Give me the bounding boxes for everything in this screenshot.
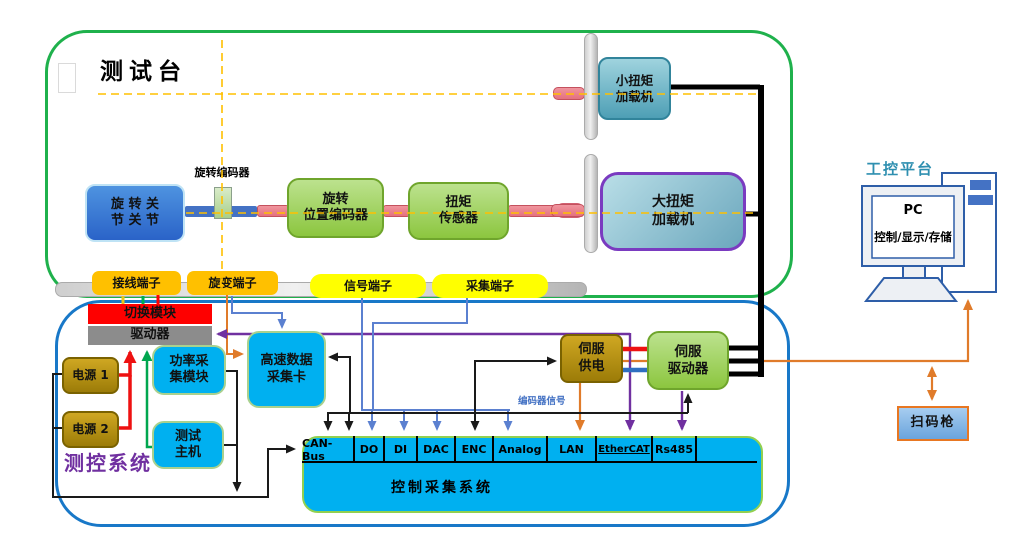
port-ethercat: EtherCAT	[597, 436, 653, 463]
shaft-pink-2	[383, 205, 410, 217]
plate-upper	[584, 33, 598, 140]
port-row-underline	[302, 461, 757, 463]
acq-system-label: 控制采集系统	[391, 480, 493, 496]
shaft-stub-upper	[553, 87, 585, 100]
scanner-box: 扫码枪	[897, 406, 969, 441]
switch-module-box: 切换模块	[88, 304, 212, 324]
pc-stand-base	[863, 277, 959, 302]
port-row: CAN-Bus DO DI DAC ENC Analog LAN EtherCA…	[302, 436, 763, 463]
port-canbus: CAN-Bus	[302, 436, 355, 463]
port-rs485: Rs485	[653, 436, 697, 463]
large-torque-loader-box: 大扭矩 加载机	[600, 172, 746, 251]
control-system-label: 测控系统	[64, 451, 152, 475]
rotary-encoder-box	[214, 187, 232, 219]
port-do: DO	[355, 436, 385, 463]
artifact-box	[58, 63, 76, 93]
rotary-encoder-label: 旋转编码器	[194, 166, 250, 179]
resolver-terminal: 旋变端子	[187, 271, 278, 295]
port-di: DI	[385, 436, 418, 463]
small-torque-loader-box: 小扭矩 加载机	[598, 57, 671, 120]
platform-label: 工控平台	[866, 160, 935, 178]
plate-lower	[584, 154, 598, 253]
power2-box: 电源 2	[62, 411, 119, 448]
port-analog: Analog	[494, 436, 548, 463]
power-acq-module-box: 功率采 集模块	[152, 345, 226, 395]
power1-box: 电源 1	[62, 357, 119, 394]
bench-title: 测试台	[100, 59, 187, 85]
shaft-pink-1	[257, 205, 289, 217]
driver-box: 驱动器	[88, 326, 212, 345]
pc-monitor	[861, 185, 965, 267]
port-spare	[697, 436, 763, 463]
acq-system-box	[302, 436, 763, 513]
torque-sensor-box: 扭矩 传感器	[408, 182, 509, 240]
acquisition-terminal: 采集端子	[432, 274, 548, 298]
servo-power-box: 伺服 供电	[560, 334, 623, 383]
rotary-joint-box: 旋 转 关 节 关 节	[85, 184, 185, 242]
port-dac: DAC	[418, 436, 456, 463]
signal-terminal: 信号端子	[310, 274, 426, 298]
pc-function-label: 控制/显示/存储	[874, 230, 952, 244]
daq-card-box: 高速数据 采集卡	[247, 331, 326, 408]
servo-driver-box: 伺服 驱动器	[647, 331, 729, 390]
pc-stand-neck	[902, 265, 926, 279]
port-enc: ENC	[456, 436, 494, 463]
pc-label: PC	[903, 203, 923, 218]
test-host-box: 测试 主机	[152, 421, 224, 469]
wiring-terminal: 接线端子	[92, 271, 181, 295]
pc-tower-slot2	[968, 195, 993, 205]
port-lan: LAN	[548, 436, 597, 463]
pc-tower-slot1	[970, 180, 991, 190]
shaft-stub-lower	[551, 204, 585, 217]
position-encoder-box: 旋转 位置编码器	[287, 178, 384, 238]
encoder-signal-label: 编码器信号	[518, 396, 566, 407]
